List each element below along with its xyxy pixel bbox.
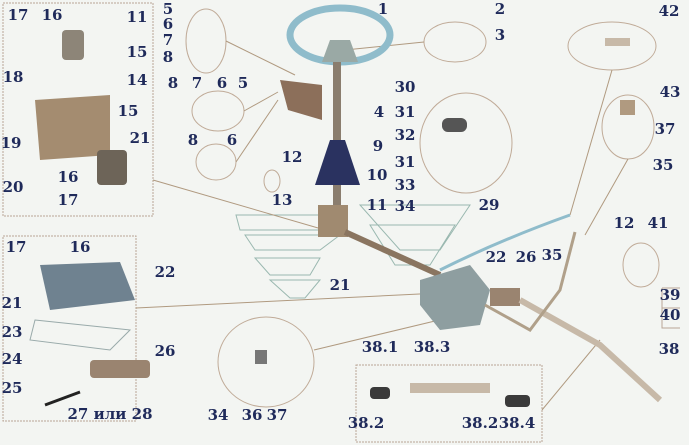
detail-box-tie-rod	[355, 364, 543, 443]
drag-link-38	[518, 297, 663, 403]
part-label: 5	[162, 0, 174, 18]
part-label: 21	[129, 129, 151, 147]
part-label: 8	[167, 74, 179, 92]
callout-5-8	[185, 8, 227, 74]
part-label: 34	[207, 406, 229, 424]
part-label: 16	[41, 6, 63, 24]
part-label: 36	[241, 406, 263, 424]
callout-30-34	[419, 92, 513, 194]
part-label: 17	[57, 191, 79, 209]
part-label: 21	[1, 294, 23, 312]
part-label: 7	[191, 74, 203, 92]
part-label: 39	[659, 286, 681, 304]
part-label: 3	[494, 26, 506, 44]
part-label: 6	[216, 74, 228, 92]
part-label: 18	[2, 68, 24, 86]
part-label: 22	[154, 263, 176, 281]
part-label: 25	[1, 379, 23, 397]
part-label: 17	[5, 238, 27, 256]
callout-12-41	[622, 242, 660, 288]
part-label: 7	[162, 31, 174, 49]
part-label: 8	[162, 48, 174, 66]
part-label: 4	[373, 103, 385, 121]
part-label: 38.2	[347, 414, 385, 432]
part-label: 13	[271, 191, 293, 209]
part-label: 38.1	[361, 338, 399, 356]
part-label: 41	[647, 214, 669, 232]
part-label: 30	[394, 78, 416, 96]
part-label: 11	[366, 196, 388, 214]
part-label: 21	[329, 276, 351, 294]
part-label: 26	[515, 248, 537, 266]
part-label: 32	[394, 126, 416, 144]
part-label: 40	[659, 306, 681, 324]
part-label: 22	[485, 248, 507, 266]
label-bracket-39-40	[661, 287, 680, 329]
cardan-shaft	[343, 229, 442, 278]
part-label: 35	[541, 246, 563, 264]
part-label: 38.2	[461, 414, 499, 432]
part-label: 42	[658, 2, 680, 20]
part-label: 38	[658, 340, 680, 358]
part-label: 19	[0, 134, 22, 152]
part-label: 1	[377, 0, 389, 18]
part-label: 12	[613, 214, 635, 232]
callout-8-6	[195, 143, 237, 181]
hose-29	[439, 213, 571, 272]
part-label: 17	[7, 6, 29, 24]
part-label: 11	[126, 8, 148, 26]
part-label: 20	[2, 178, 24, 196]
pitman-arm	[490, 288, 520, 306]
steering-booster	[420, 265, 490, 330]
part-label: 10	[366, 166, 388, 184]
column-boot	[315, 140, 360, 185]
part-label: 34	[394, 197, 416, 215]
angle-gearbox	[318, 205, 348, 237]
part-label: 6	[162, 15, 174, 33]
part-label: 26	[154, 342, 176, 360]
part-label: 6	[226, 131, 238, 149]
part-label: 31	[394, 103, 416, 121]
callout-34-37	[217, 316, 315, 408]
callout-12	[263, 169, 281, 193]
part-label: 37	[266, 406, 288, 424]
steering-column	[333, 62, 341, 140]
part-label: 38.4	[498, 414, 536, 432]
part-label: 15	[117, 102, 139, 120]
part-label: 14	[126, 71, 148, 89]
part-label: 12	[281, 148, 303, 166]
part-label: 8	[187, 131, 199, 149]
part-label: 16	[69, 238, 91, 256]
part-label: 2	[494, 0, 506, 18]
part-label: 33	[394, 176, 416, 194]
part-label: 9	[372, 137, 384, 155]
part-label: 5	[237, 74, 249, 92]
part-label: 35	[652, 156, 674, 174]
part-label: 23	[1, 323, 23, 341]
detail-box-gearbox	[2, 2, 154, 217]
callout-8-5	[191, 90, 245, 132]
part-label: 37	[654, 120, 676, 138]
part-label: 43	[659, 83, 681, 101]
callout-2-3	[423, 21, 487, 63]
part-label: 24	[1, 350, 23, 368]
part-label: 27 или 28	[67, 405, 153, 423]
part-label: 38.3	[413, 338, 451, 356]
column-bracket	[280, 80, 322, 120]
part-label: 31	[394, 153, 416, 171]
part-label: 15	[126, 43, 148, 61]
part-label: 29	[478, 196, 500, 214]
part-label: 16	[57, 168, 79, 186]
pipe-35	[484, 231, 577, 332]
detail-box-booster	[2, 235, 137, 422]
